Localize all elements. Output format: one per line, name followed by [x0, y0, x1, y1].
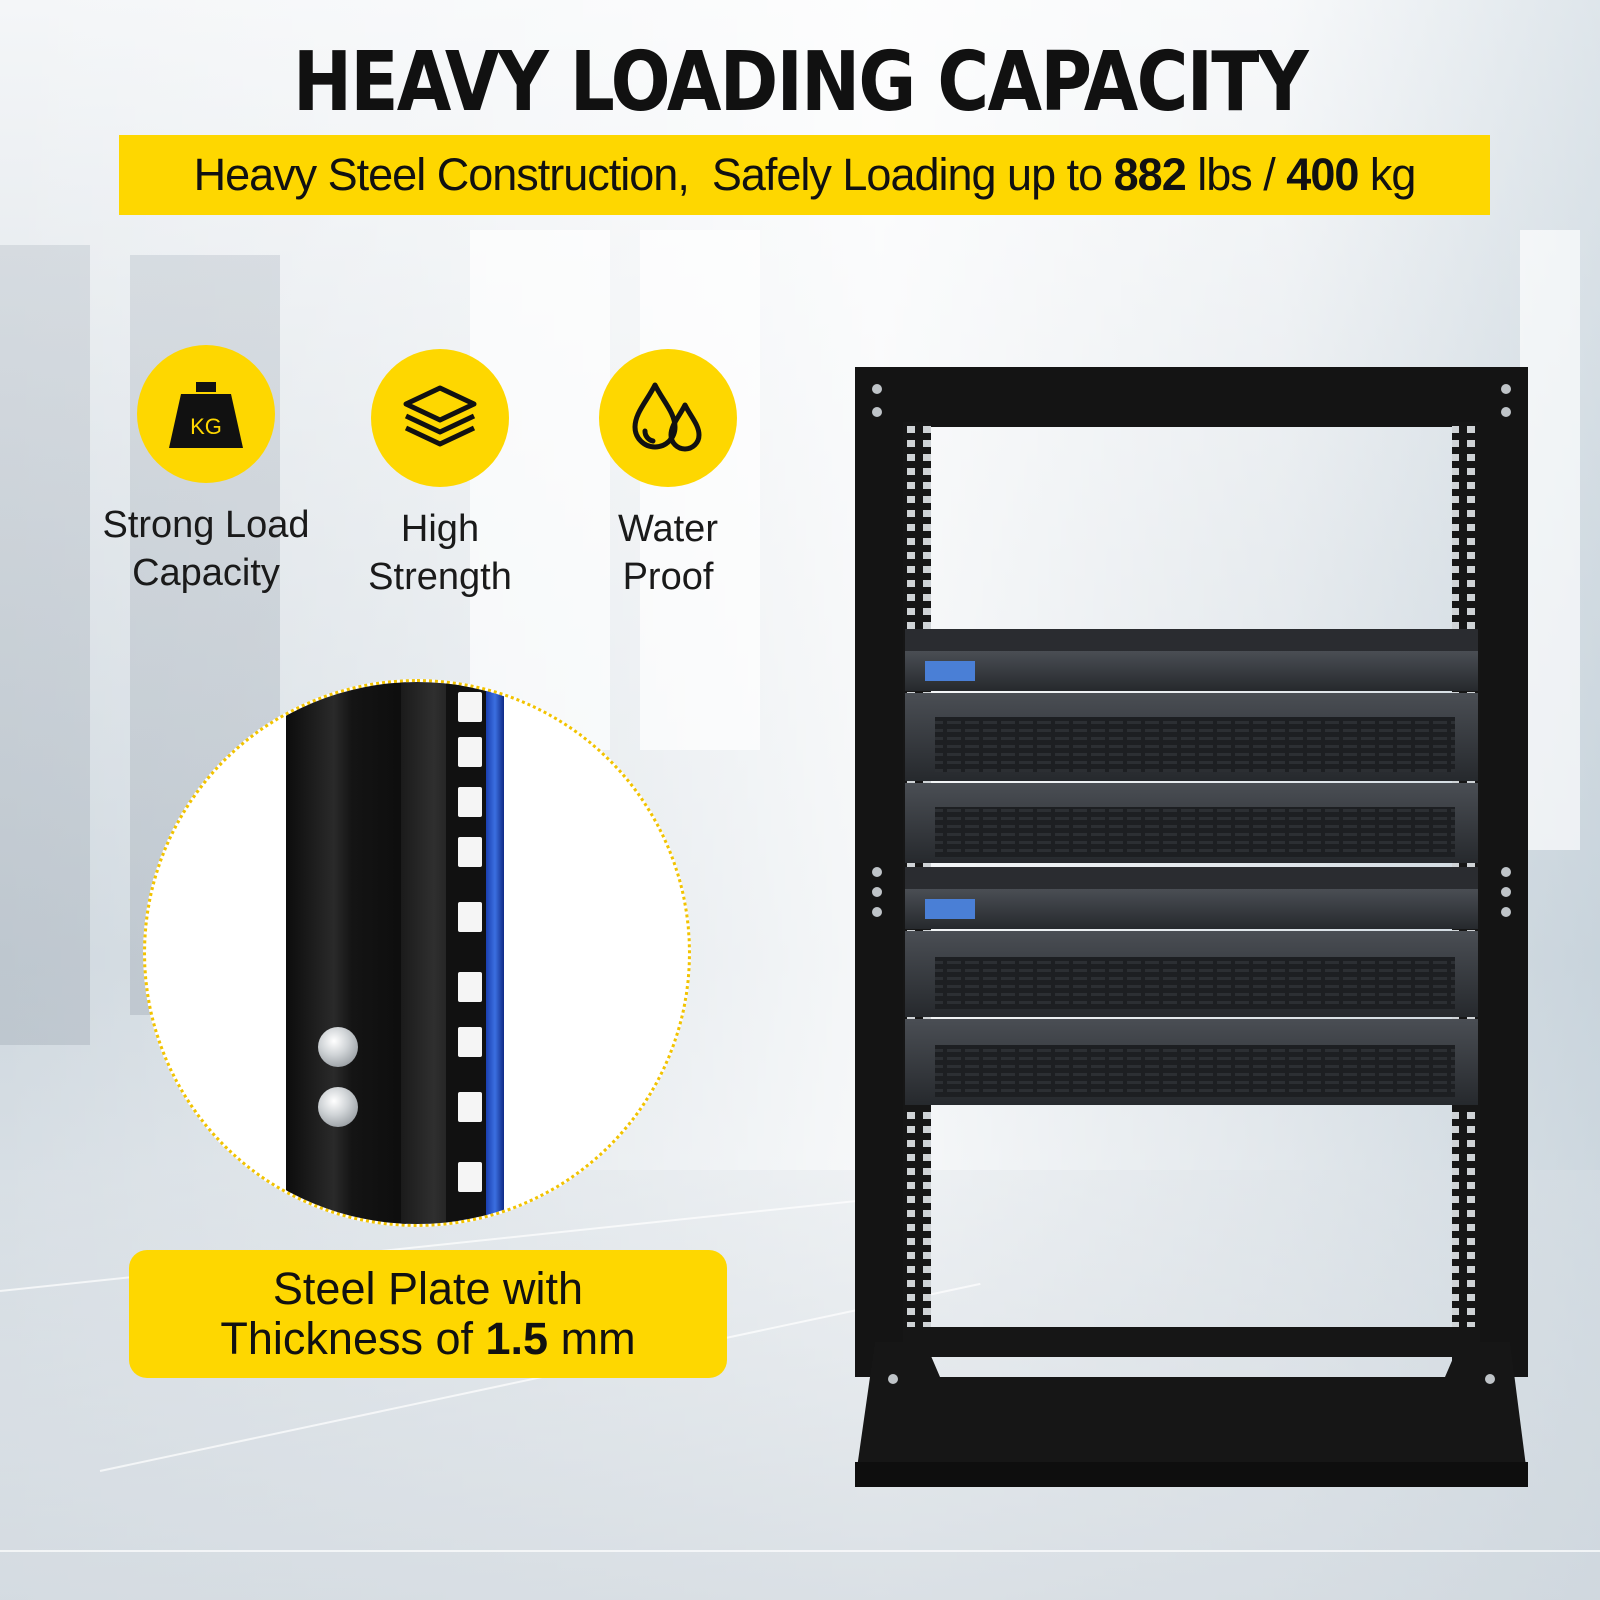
closeup-post: [286, 682, 406, 1224]
feature-label-line: Water: [618, 508, 718, 550]
feature-label-line: Proof: [622, 556, 714, 598]
feature-water-proof: Water Proof: [548, 349, 788, 601]
steel-plate-callout: Steel Plate with Thickness of 1.5 mm: [129, 1250, 727, 1378]
feature-label: High Strength: [320, 505, 560, 601]
banner-text: Heavy Steel Construction, Safely Loading…: [193, 149, 1114, 200]
weight-icon-text: KG: [190, 414, 222, 439]
bg-window: [640, 230, 760, 750]
screw-icon: [318, 1027, 358, 1067]
feature-label-line: Capacity: [132, 552, 280, 594]
feature-strong-load: KG Strong Load Capacity: [86, 345, 326, 597]
plate-thickness-value: 1.5: [485, 1313, 549, 1364]
feature-label-line: High: [400, 508, 480, 550]
weight-icon: KG: [137, 345, 275, 483]
feature-high-strength: High Strength: [320, 349, 560, 601]
server-rack-image: [855, 367, 1528, 1487]
load-capacity-banner: Heavy Steel Construction, Safely Loading…: [119, 135, 1490, 215]
feature-label-line: Strong Load: [102, 504, 310, 546]
feature-label: Water Proof: [548, 505, 788, 601]
plate-thickness-unit: mm: [548, 1313, 636, 1364]
plate-line2-prefix: Thickness of: [220, 1313, 486, 1364]
page-title: HEAVY LOADING CAPACITY: [293, 35, 1309, 130]
bg-server-rack: [0, 245, 90, 1045]
bg-window: [1520, 230, 1580, 850]
feature-label-line: Strength: [368, 556, 512, 598]
bg-window: [470, 230, 610, 750]
plate-line1: Steel Plate with: [272, 1263, 584, 1314]
banner-kg-unit: kg: [1358, 149, 1417, 200]
banner-lbs-unit: lbs /: [1185, 149, 1287, 200]
closeup-rail: [446, 682, 491, 1224]
plate-line2: Thickness of 1.5 mm: [129, 1314, 727, 1364]
layers-icon: [371, 349, 509, 487]
banner-kg-value: 400: [1286, 149, 1359, 200]
feature-label: Strong Load Capacity: [86, 501, 326, 597]
water-drops-icon: [599, 349, 737, 487]
closeup-blue-edge: [486, 682, 504, 1224]
banner-lbs-value: 882: [1113, 149, 1187, 200]
rack-post-closeup-image: [143, 679, 691, 1227]
screw-icon: [318, 1087, 358, 1127]
